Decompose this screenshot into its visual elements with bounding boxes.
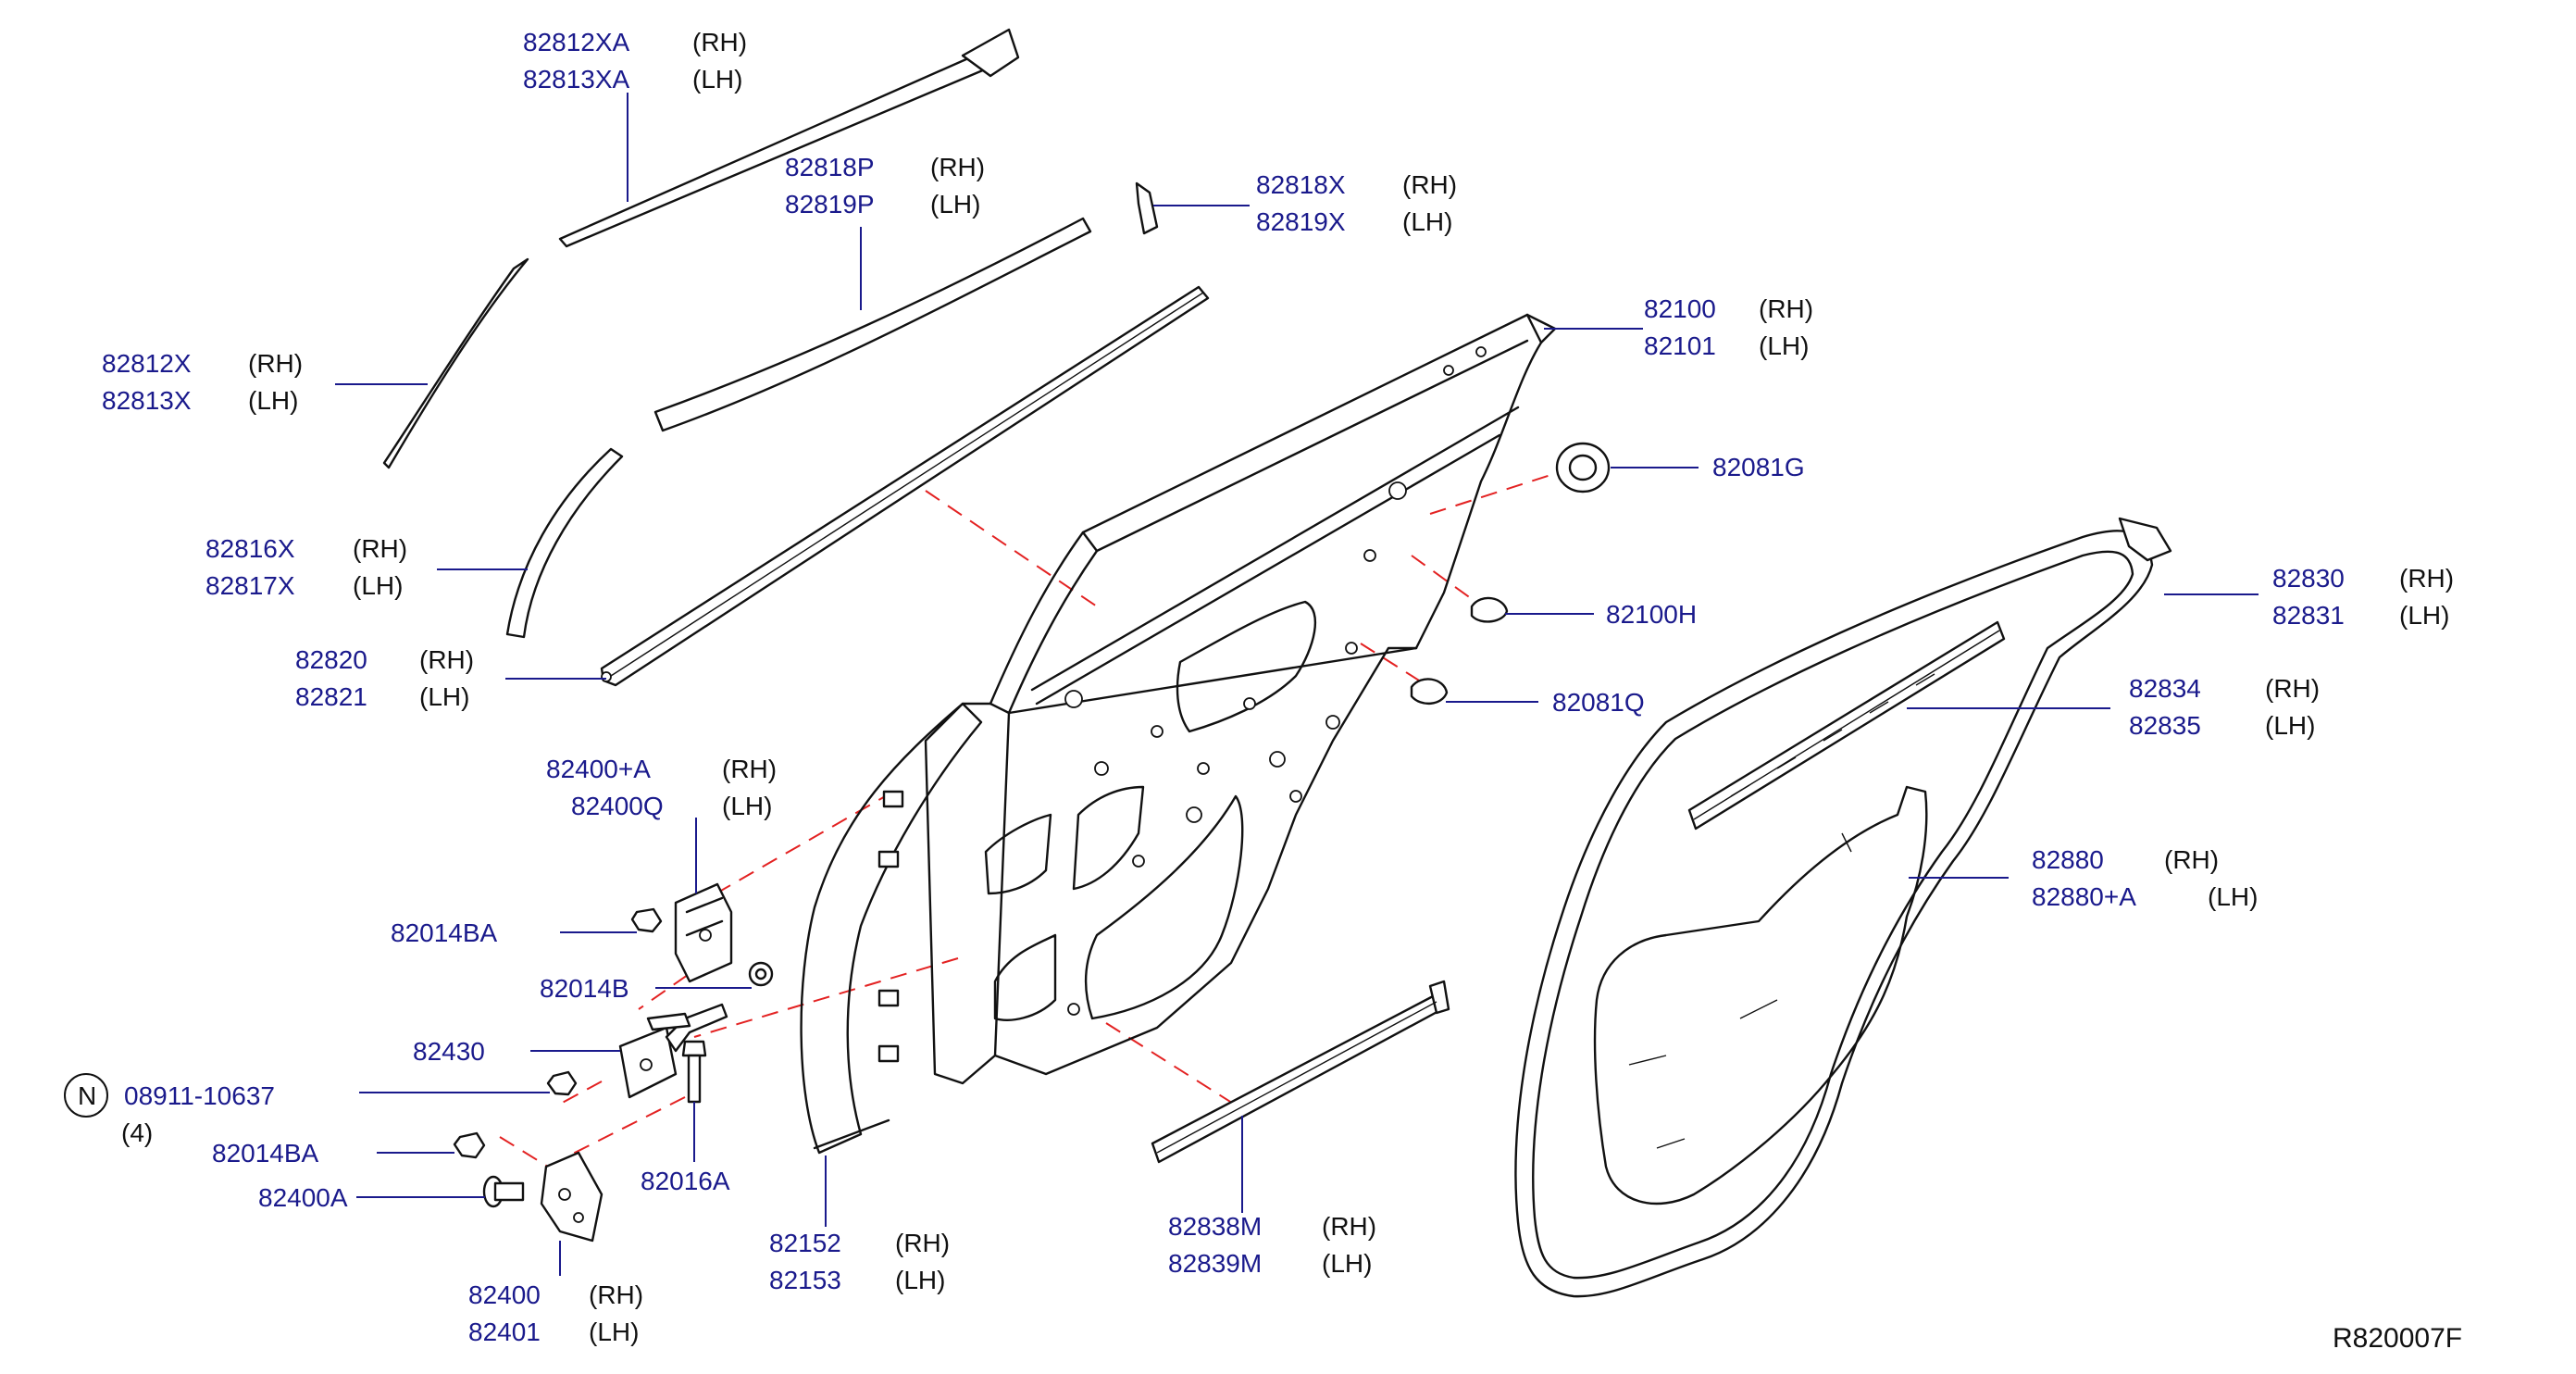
label-82101: 82101	[1644, 331, 1716, 360]
label-82817X: 82817X	[205, 571, 295, 600]
label-82813XA-side: (LH)	[692, 65, 742, 94]
label-82816X-side: (RH)	[353, 534, 407, 563]
bolt-82400A	[482, 1175, 525, 1208]
label-82812XA-side: (RH)	[692, 28, 747, 56]
pillar-moulding-82812X	[382, 257, 529, 469]
label-82818X-side: (RH)	[1402, 170, 1457, 199]
label-82820-side: (RH)	[419, 645, 474, 674]
label-82400A-plus-side: (RH)	[722, 755, 777, 783]
hinge-upper-82400A-plus	[674, 882, 733, 983]
label-82820: 82820	[295, 645, 367, 674]
label-82835-side: (LH)	[2265, 711, 2315, 740]
label-82818P-side: (RH)	[930, 153, 985, 181]
label-82014BA-upper: 82014BA	[391, 918, 498, 947]
label-82834: 82834	[2129, 674, 2201, 703]
cap-82100H	[1470, 596, 1509, 623]
nut-08911-10637	[546, 1070, 578, 1096]
inner-seal-82834	[1687, 620, 2006, 831]
bolt-82016A	[681, 1040, 707, 1104]
label-82430: 82430	[413, 1037, 485, 1066]
label-82880-side: (RH)	[2164, 845, 2219, 874]
label-82812X-side: (RH)	[248, 349, 303, 378]
sash-moulding-82812XA	[558, 28, 1020, 248]
label-82152: 82152	[769, 1229, 841, 1257]
label-82821-side: (LH)	[419, 682, 469, 711]
label-82880A: 82880+A	[2032, 882, 2136, 911]
pillar-moulding-82816X	[505, 447, 624, 639]
label-82839M: 82839M	[1168, 1249, 1262, 1278]
label-82831: 82831	[2272, 601, 2345, 630]
label-82818X: 82818X	[1256, 170, 1346, 199]
label-08911-10637: 08911-10637	[124, 1081, 275, 1110]
label-82821: 82821	[295, 682, 367, 711]
nut-82014B	[748, 961, 774, 987]
label-82400-side: (RH)	[589, 1280, 643, 1309]
label-82400Q-side: (LH)	[722, 792, 772, 820]
label-82813XA: 82813XA	[523, 65, 630, 94]
label-82830-side: (RH)	[2399, 564, 2454, 593]
label-82817X-side: (LH)	[353, 571, 403, 600]
label-82081G: 82081G	[1712, 453, 1805, 481]
label-82819X: 82819X	[1256, 207, 1346, 236]
sealing-screen-82880	[1593, 785, 1928, 1205]
label-82401: 82401	[468, 1318, 541, 1346]
leader-lines	[335, 93, 2259, 1276]
label-82818P: 82818P	[785, 153, 875, 181]
label-82819P: 82819P	[785, 190, 875, 219]
label-82830: 82830	[2272, 564, 2345, 593]
label-82835: 82835	[2129, 711, 2201, 740]
label-82400A-plus: 82400+A	[546, 755, 651, 783]
sill-seal-82838M	[1151, 980, 1450, 1164]
check-link-82430	[618, 1003, 728, 1099]
label-82838M-side: (RH)	[1322, 1212, 1376, 1241]
label-82880: 82880	[2032, 845, 2104, 874]
label-82838M: 82838M	[1168, 1212, 1262, 1241]
label-82813X-side: (LH)	[248, 386, 298, 415]
label-82812XA: 82812XA	[523, 28, 630, 56]
door-inner-panel-82100	[877, 313, 1557, 1085]
door-weatherstrip-82830	[1514, 517, 2172, 1298]
nut-82014BA-lower	[453, 1131, 486, 1159]
label-82834-side: (RH)	[2265, 674, 2320, 703]
nut-symbol: N	[64, 1073, 108, 1118]
nut-symbol-letter: N	[78, 1081, 96, 1110]
label-82400: 82400	[468, 1280, 541, 1309]
diagram-reference-code: R820007F	[2333, 1323, 2462, 1354]
plug-82081Q	[1410, 678, 1449, 705]
label-82014B: 82014B	[540, 974, 629, 1003]
nut-82014BA-upper	[630, 907, 663, 933]
clip-82818X	[1135, 181, 1159, 235]
label-82400A: 82400A	[258, 1183, 348, 1212]
label-quantity-4: (4)	[121, 1118, 153, 1147]
label-82100H: 82100H	[1606, 600, 1697, 629]
label-82816X: 82816X	[205, 534, 295, 563]
label-82153: 82153	[769, 1266, 841, 1294]
label-82819X-side: (LH)	[1402, 207, 1452, 236]
label-82831-side: (LH)	[2399, 601, 2449, 630]
label-82400Q: 82400Q	[571, 792, 664, 820]
label-82081Q: 82081Q	[1552, 688, 1645, 717]
label-82016A: 82016A	[641, 1167, 730, 1195]
label-82100: 82100	[1644, 294, 1716, 323]
door-outer-panel-82152	[800, 702, 983, 1155]
label-82401-side: (LH)	[589, 1318, 639, 1346]
callout-labels: 82812XA (RH) 82813XA (LH) 82818P (RH) 82…	[64, 28, 2462, 1354]
label-82839M-side: (LH)	[1322, 1249, 1372, 1278]
moulding-82818P	[653, 217, 1092, 432]
label-82813X: 82813X	[102, 386, 192, 415]
label-82153-side: (LH)	[895, 1266, 945, 1294]
label-82101-side: (LH)	[1759, 331, 1809, 360]
label-82152-side: (RH)	[895, 1229, 950, 1257]
grommet-82081G	[1555, 442, 1611, 493]
hinge-lower-82400	[540, 1151, 604, 1243]
label-82880A-side: (LH)	[2208, 882, 2258, 911]
label-82812X: 82812X	[102, 349, 192, 378]
belt-moulding-82820	[600, 285, 1210, 687]
label-82819P-side: (LH)	[930, 190, 980, 219]
label-82014BA-lower: 82014BA	[212, 1139, 319, 1168]
label-82100-side: (RH)	[1759, 294, 1813, 323]
